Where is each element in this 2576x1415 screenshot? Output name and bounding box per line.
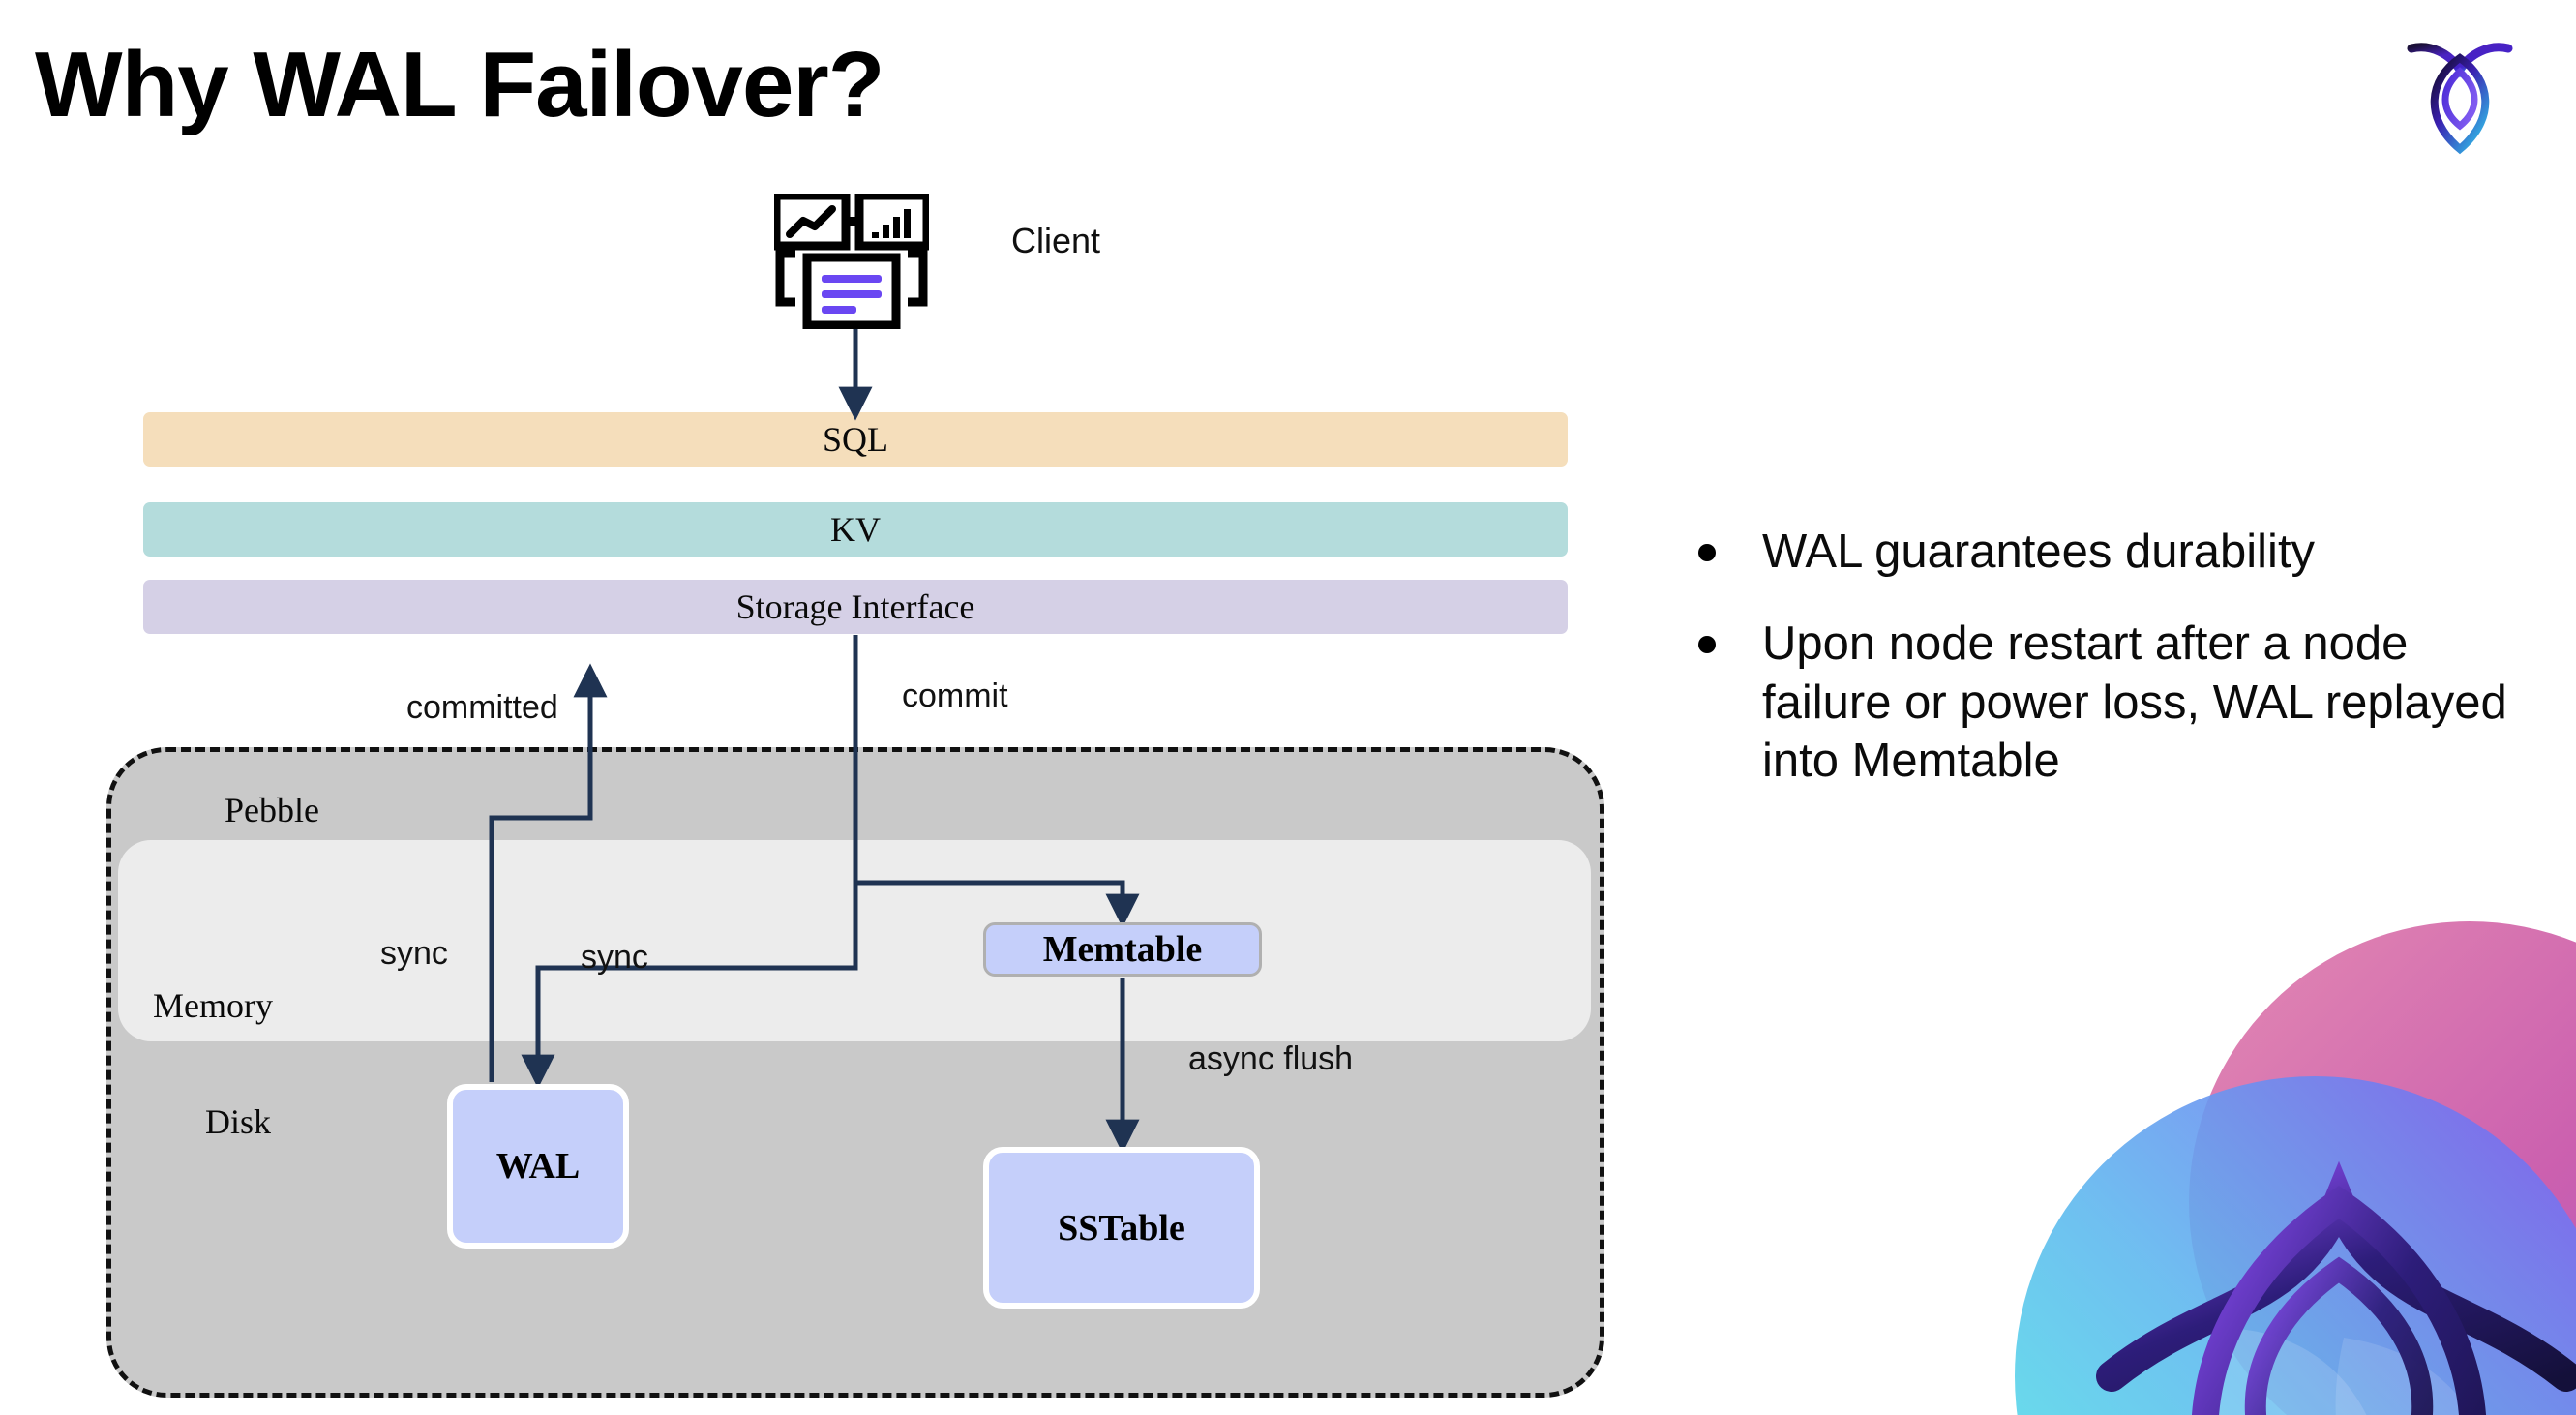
cockroach-logo-icon (2402, 29, 2518, 155)
cockroach-gradient-art-icon (1928, 912, 2576, 1415)
layer-label-kv: KV (830, 510, 881, 549)
node-sstable: SSTable (983, 1147, 1260, 1309)
architecture-diagram: Client SQL KV Storage Interface Pebble M… (106, 191, 1604, 1398)
bullet-dot-icon (1698, 544, 1716, 561)
node-wal: WAL (447, 1084, 629, 1249)
node-wal-label: WAL (495, 1146, 581, 1187)
client-dashboard-icon (771, 191, 932, 330)
layer-label-storage-interface: Storage Interface (735, 587, 975, 626)
list-item: WAL guarantees durability (1698, 523, 2531, 582)
memory-label: Memory (153, 986, 273, 1025)
edge-label-sync-right: sync (581, 939, 648, 976)
node-memtable-label: Memtable (1042, 929, 1203, 970)
pebble-label: Pebble (225, 791, 319, 829)
disk-label: Disk (205, 1102, 272, 1141)
client-label: Client (1011, 221, 1101, 260)
layer-label-sql: SQL (822, 420, 888, 459)
bullet-text: WAL guarantees durability (1762, 526, 2316, 578)
bullet-text: Upon node restart after a node failure o… (1762, 617, 2507, 788)
page-title: Why WAL Failover? (35, 33, 884, 136)
edge-label-committed: committed (406, 689, 558, 726)
memory-region (118, 840, 1591, 1041)
layer-bar-sql: SQL (143, 412, 1568, 467)
node-sstable-label: SSTable (1058, 1207, 1185, 1249)
node-memtable: Memtable (983, 922, 1262, 977)
bullet-dot-icon (1698, 635, 1716, 653)
edge-label-async-flush: async flush (1188, 1040, 1354, 1077)
bullet-list: WAL guarantees durability Upon node rest… (1698, 523, 2531, 824)
layer-bar-storage-interface: Storage Interface (143, 580, 1568, 634)
list-item: Upon node restart after a node failure o… (1698, 615, 2531, 791)
edge-label-commit: commit (902, 677, 1008, 714)
edge-label-sync-left: sync (380, 935, 448, 972)
layer-bar-kv: KV (143, 502, 1568, 557)
